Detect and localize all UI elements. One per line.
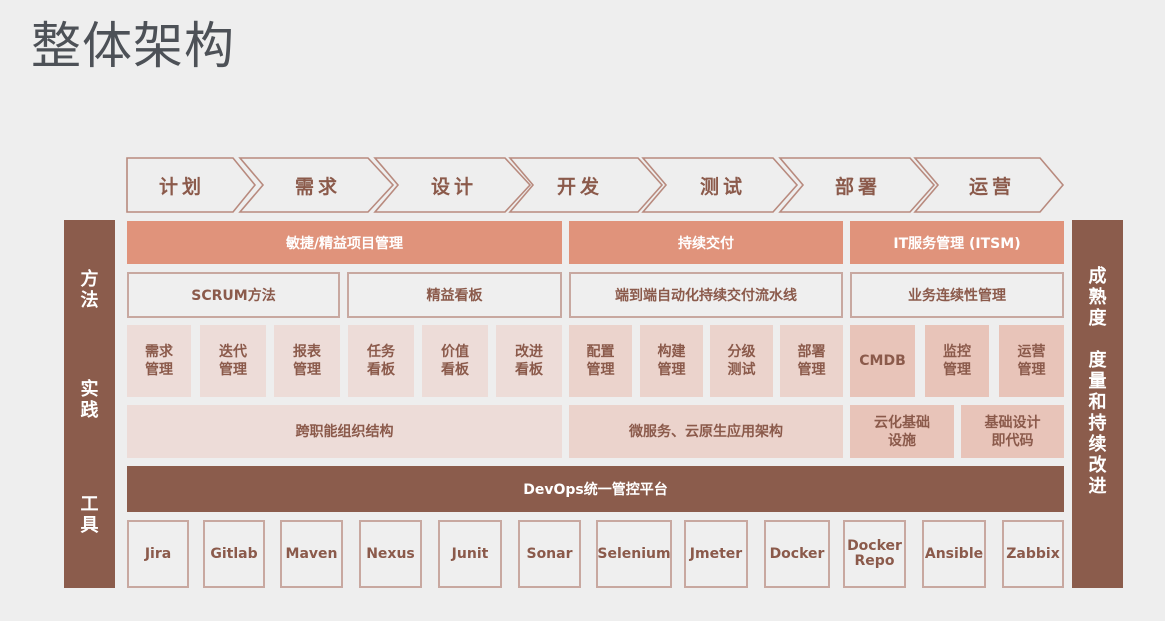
practice-report-mgmt: 报表 管理 <box>274 325 340 397</box>
foundation-infrastructure-as-code: 基础设计 即代码 <box>961 405 1064 458</box>
chevron-shape-test <box>641 157 799 213</box>
tool-jira: Jira <box>127 520 189 588</box>
chevron-shape-design <box>373 157 532 213</box>
header-agile-lean-pm: 敏捷/精益项目管理 <box>127 221 562 264</box>
tool-zabbix: Zabbix <box>1002 520 1064 588</box>
tool-gitlab: Gitlab <box>203 520 265 588</box>
method-scrum: SCRUM方法 <box>127 272 340 318</box>
stage-deploy: 部署 <box>834 175 881 198</box>
practice-improvement-board: 改进 看板 <box>496 325 562 397</box>
tool-docker: Docker <box>764 520 830 588</box>
devops-platform-bar: DevOps统一管控平台 <box>127 466 1064 512</box>
method-business-continuity: 业务连续性管理 <box>850 272 1064 318</box>
practice-task-board: 任务 看板 <box>348 325 414 397</box>
stage-requirements: 需求 <box>294 175 341 198</box>
practice-monitoring-mgmt: 监控 管理 <box>925 325 989 397</box>
stage-develop: 开发 <box>556 175 603 198</box>
chevron-shape-develop <box>508 157 664 213</box>
tool-maven: Maven <box>280 520 343 588</box>
stage-plan: 计划 <box>158 175 205 198</box>
practice-iteration-mgmt: 迭代 管理 <box>200 325 266 397</box>
practice-requirements-mgmt: 需求 管理 <box>127 325 191 397</box>
foundation-cross-functional-org: 跨职能组织结构 <box>127 405 562 458</box>
stage-design: 设计 <box>430 175 477 198</box>
tool-sonar: Sonar <box>518 520 581 588</box>
method-lean-kanban: 精益看板 <box>347 272 562 318</box>
tool-nexus: Nexus <box>359 520 422 588</box>
foundation-cloud-infrastructure: 云化基础 设施 <box>850 405 954 458</box>
sidebar-label-practice: 实 践 <box>64 375 115 425</box>
tool-junit: Junit <box>438 520 502 588</box>
practice-operations-mgmt: 运营 管理 <box>999 325 1064 397</box>
chevron-shape-operate <box>913 157 1065 213</box>
chevron-shape-requirements <box>238 157 395 213</box>
tool-ansible: Ansible <box>922 520 986 588</box>
practice-cmdb: CMDB <box>850 325 915 397</box>
practice-build-mgmt: 构建 管理 <box>640 325 703 397</box>
sidebar-label-tools: 工 具 <box>64 490 115 540</box>
method-e2e-cd-pipeline: 端到端自动化持续交付流水线 <box>569 272 843 318</box>
page-title: 整体架构 <box>31 17 235 75</box>
sidebar-label-methods: 方 法 <box>64 265 115 315</box>
tool-jmeter: Jmeter <box>684 520 748 588</box>
practice-value-board: 价值 看板 <box>422 325 488 397</box>
tool-selenium: Selenium <box>596 520 672 588</box>
practice-config-mgmt: 配置 管理 <box>569 325 632 397</box>
header-itsm: IT服务管理 (ITSM) <box>850 221 1064 264</box>
stage-operate: 运营 <box>968 175 1015 198</box>
practice-deploy-mgmt: 部署 管理 <box>780 325 843 397</box>
tool-docker-repo: Docker Repo <box>843 520 906 588</box>
header-continuous-delivery: 持续交付 <box>569 221 843 264</box>
chevron-shape-plan <box>126 157 257 213</box>
chevron-shape-deploy <box>778 157 936 213</box>
practice-tiered-testing: 分级 测试 <box>710 325 773 397</box>
foundation-microservices-cloud-native: 微服务、云原生应用架构 <box>569 405 843 458</box>
stage-test: 测试 <box>699 175 746 198</box>
right-sidebar-maturity: 成 熟 度 度 量 和 持 续 改 进 <box>1072 220 1123 588</box>
